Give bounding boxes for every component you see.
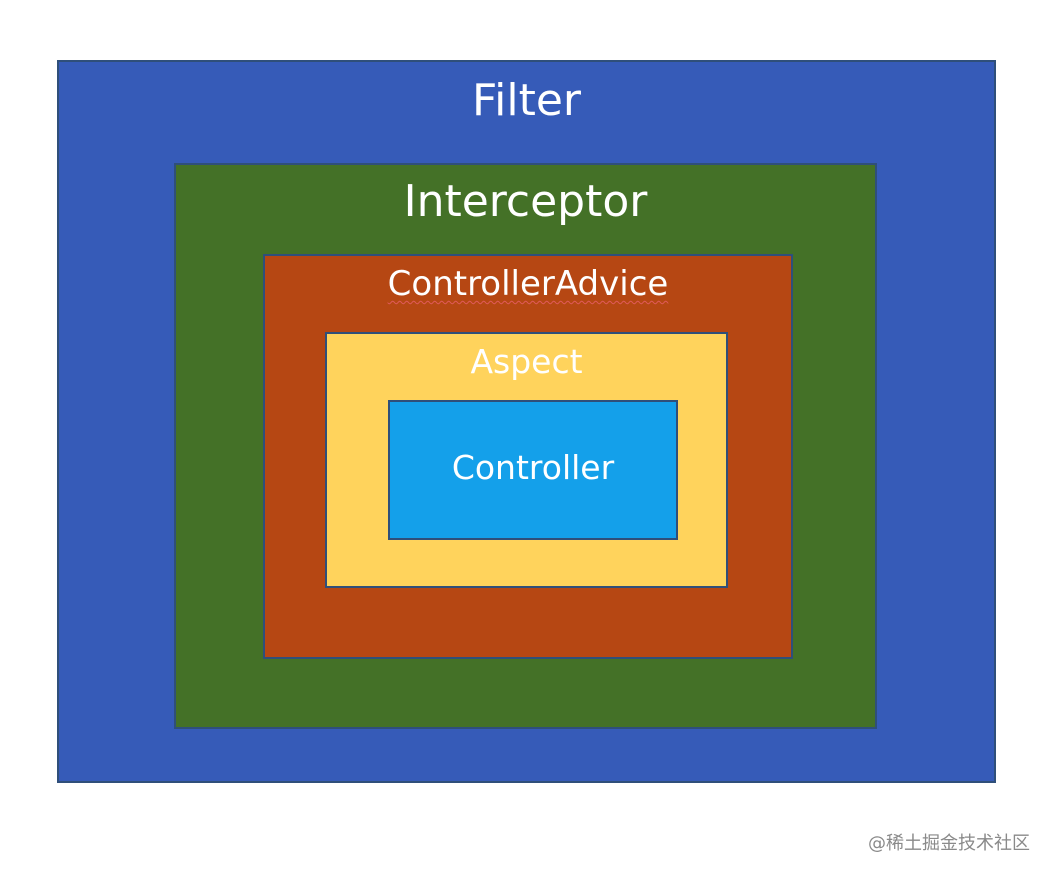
controller-box: Controller xyxy=(388,400,678,540)
watermark: @稀土掘金技术社区 xyxy=(868,833,1030,854)
aspect-box: Aspect Controller xyxy=(325,332,728,588)
aspect-label: Aspect xyxy=(470,342,583,381)
interceptor-label: Interceptor xyxy=(403,176,648,227)
filter-label: Filter xyxy=(472,75,581,126)
controlleradvice-label: ControllerAdvice xyxy=(387,264,669,304)
filter-box: Filter Interceptor ControllerAdvice Aspe… xyxy=(57,60,996,783)
controlleradvice-box: ControllerAdvice Aspect Controller xyxy=(263,254,793,659)
interceptor-box: Interceptor ControllerAdvice Aspect Cont… xyxy=(174,163,877,729)
controller-label: Controller xyxy=(451,448,615,487)
